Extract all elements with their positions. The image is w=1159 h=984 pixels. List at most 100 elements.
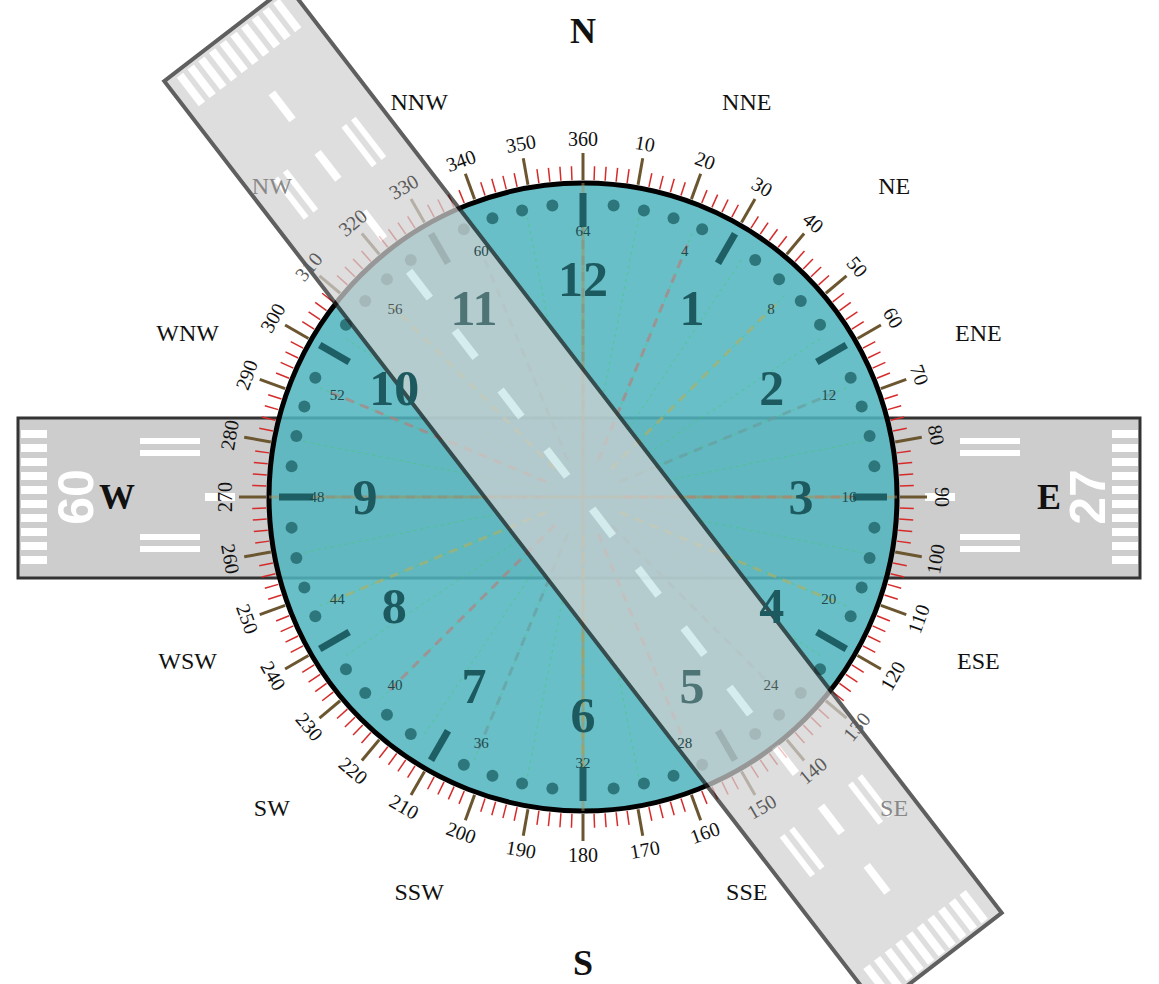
hour-bar: [718, 234, 735, 263]
minute-dot: [290, 430, 302, 442]
centerline-dash: [314, 150, 341, 182]
minor-tick: [649, 173, 652, 187]
minor-tick: [548, 812, 549, 826]
major-tick: [465, 174, 474, 199]
minor-tick: [492, 179, 496, 192]
minor-tick: [353, 725, 363, 735]
degree-label: 310: [290, 248, 327, 286]
minor-tick: [803, 259, 813, 269]
minor-tick: [514, 173, 517, 187]
minor-tick: [819, 276, 829, 285]
minute-dot: [638, 778, 650, 790]
clock-number: 2: [759, 359, 784, 417]
degree-label: 270: [214, 482, 237, 512]
hour-bar: [580, 193, 587, 227]
minor-tick: [884, 595, 897, 599]
hour-bar: [817, 345, 846, 362]
compass-point: W: [99, 476, 135, 518]
threshold-stripe: [21, 514, 47, 522]
touchdown-mark: [140, 450, 200, 456]
degree-label: 30: [748, 172, 777, 202]
hour-bar: [279, 494, 313, 501]
major-tick: [319, 701, 340, 718]
touchdown-mark: [960, 534, 1020, 540]
minor-tick: [537, 811, 539, 825]
threshold-stripe: [21, 500, 47, 508]
minor-tick: [302, 322, 314, 329]
minor-tick: [811, 267, 821, 277]
threshold-stripe: [21, 542, 47, 550]
minute-dot: [340, 663, 352, 675]
minor-tick: [897, 451, 911, 453]
minor-tick: [760, 223, 768, 235]
minor-tick: [438, 782, 444, 795]
degree-label: 90: [930, 487, 953, 507]
hour-bar: [320, 345, 349, 362]
minor-tick: [873, 362, 886, 368]
compass-point: WSW: [158, 647, 217, 674]
degree-label: 70: [905, 361, 933, 388]
minor-tick: [898, 462, 912, 463]
minor-tick: [681, 182, 685, 195]
minor-tick: [548, 168, 549, 182]
touchdown-mark: [960, 450, 1020, 456]
centerline-dash: [818, 804, 845, 836]
compass-point: E: [1037, 476, 1061, 518]
major-tick: [826, 276, 847, 293]
scale-number: 28: [677, 734, 692, 751]
minute-dot: [845, 372, 857, 384]
degree-label: 160: [687, 817, 723, 849]
minor-tick: [309, 674, 321, 682]
major-tick: [239, 496, 266, 499]
major-tick: [858, 325, 881, 339]
touchdown-mark: [140, 438, 200, 444]
major-tick: [691, 174, 700, 199]
minor-tick: [253, 518, 267, 520]
clock-number: 7: [462, 657, 487, 715]
degree-label: 150: [743, 790, 780, 825]
minute-dot: [814, 319, 826, 331]
minute-dot: [286, 460, 298, 472]
degree-label: 40: [798, 208, 828, 238]
touchdown-mark: [960, 546, 1020, 552]
compass-point: N: [570, 10, 596, 52]
minor-tick: [899, 518, 913, 520]
touchdown-mark: [351, 117, 386, 160]
degree-label: 350: [504, 131, 538, 159]
scale-number: 8: [767, 300, 775, 317]
minor-tick: [660, 176, 663, 190]
threshold-stripe: [960, 890, 988, 923]
minor-tick: [459, 791, 464, 804]
minor-tick: [254, 530, 268, 531]
minor-tick: [253, 473, 267, 475]
minor-tick: [604, 813, 606, 827]
scale-number: 4: [681, 243, 689, 260]
scale-number: 32: [576, 755, 591, 772]
centerline-dash: [543, 447, 570, 479]
minor-tick: [732, 205, 739, 217]
minor-tick: [255, 541, 269, 543]
minor-tick: [309, 312, 321, 320]
minor-tick: [291, 342, 303, 349]
minute-dot: [290, 552, 302, 564]
threshold-stripe: [21, 556, 47, 564]
compass-point: WNW: [156, 320, 219, 347]
degree-label: 250: [231, 601, 263, 637]
minute-dot: [795, 295, 807, 307]
minute-dot: [856, 582, 868, 594]
minor-tick: [291, 646, 303, 653]
compass-point: NE: [878, 172, 910, 199]
minute-dot: [546, 200, 558, 212]
degree-label: 320: [334, 204, 372, 241]
minor-tick: [649, 807, 652, 821]
minor-tick: [281, 362, 294, 368]
minor-tick: [408, 766, 415, 778]
minute-dot: [749, 254, 761, 266]
minute-dot: [486, 770, 498, 782]
minor-tick: [900, 507, 914, 509]
degree-label: 230: [290, 708, 327, 746]
major-tick: [465, 795, 474, 820]
minute-dot: [405, 728, 417, 740]
degree-label: 260: [217, 542, 245, 576]
